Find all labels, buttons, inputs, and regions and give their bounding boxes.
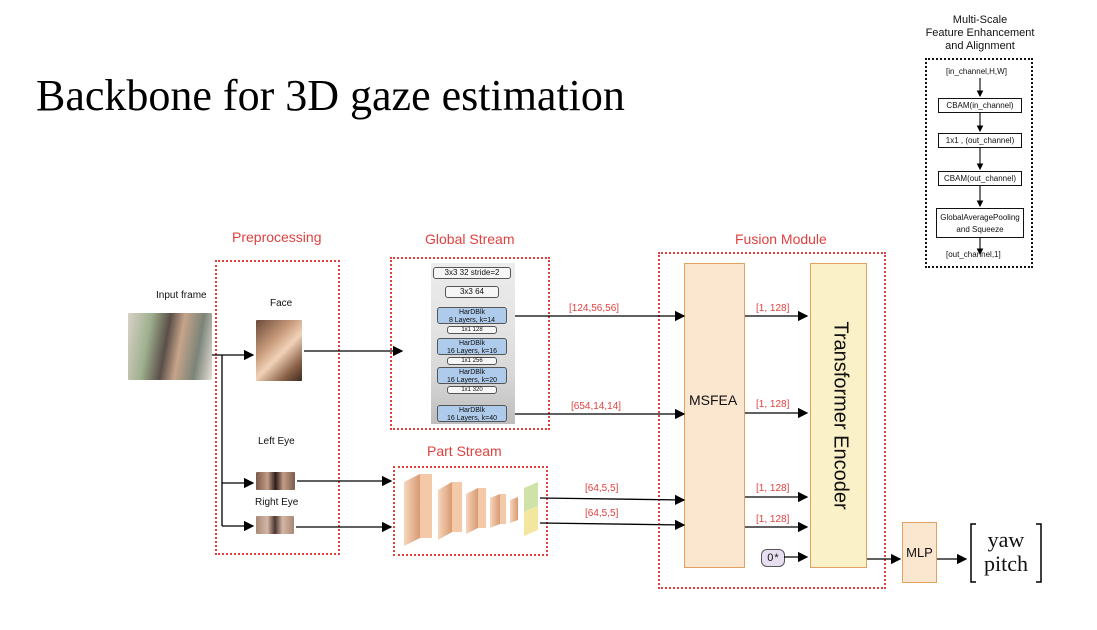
left-eye-image [256,472,295,490]
input-frame-image [128,313,212,380]
global-stream-box [390,257,550,430]
cnn-layer [452,482,462,532]
msfea-detail-input-shape: [in_channel,H,W] [946,67,1007,76]
msfea-detail-box [925,58,1033,268]
tensor-label-out-4: [1, 128] [756,514,790,525]
msfea-detail-step4-line2: and Squeeze [956,225,1004,234]
cnn-layer [466,488,478,534]
hardblk-2: HarDBlk 16 Layers, k=16 [437,338,507,355]
output-yaw: yaw [987,527,1025,552]
page-title: Backbone for 3D gaze estimation [36,71,625,120]
msfea-detail-title-line2: Feature Enhancement [925,27,1035,40]
arrow-part-1-to-msfea [539,494,686,506]
cnn-layer [500,494,506,524]
face-label: Face [270,298,293,309]
cls-token-star: * [774,552,779,564]
output-pitch: pitch [984,551,1028,577]
cnn-output-block [524,506,538,536]
hardblk-3-config: 16 Layers, k=20 [446,376,497,384]
hardblk-3: HarDBlk 16 Layers, k=20 [437,367,507,384]
backbone-conv1: 3x3 32 stride=2 [433,267,511,279]
hardblk-1-config: 8 Layers, k=14 [448,316,496,324]
tensor-label-out-1: [1, 128] [756,303,790,314]
tensor-label-part-2: [64,5,5] [585,508,619,519]
hardblk-1-name: HarDBlk [458,309,486,316]
hardblk-4-config: 16 Layers, k=40 [446,414,497,422]
cnn-layer [420,474,432,538]
hardblk-1: HarDBlk 8 Layers, k=14 [437,307,507,324]
face-image [256,320,302,381]
mlp-module: MLP [902,522,937,583]
fusion-module-label: Fusion Module [735,231,827,247]
cnn-layer [478,488,486,528]
hardblk-2-name: HarDBlk [458,340,486,347]
msfea-detail-step4-line1: GlobalAveragePooling [940,213,1020,222]
msfea-detail-step3: CBAM(out_channel) [938,171,1022,186]
preprocessing-box [215,260,340,555]
tensor-label-out-3: [1, 128] [756,483,790,494]
part-stream-box [393,466,548,556]
backbone-conv5: 1x1 320 [447,386,497,394]
right-eye-image [256,516,294,534]
cls-token: 0* [761,549,785,567]
msfea-detail-title-line3: and Alignment [945,40,1015,53]
hardblk-2-config: 16 Layers, k=16 [446,347,497,355]
global-stream-label: Global Stream [425,231,515,247]
transformer-encoder-module: Transformer Encoder [810,263,867,568]
cnn-layer [404,474,420,546]
cnn-layer [510,497,518,523]
cnn-output-block [524,482,538,512]
hardblk-3-name: HarDBlk [458,369,486,376]
part-stream-label: Part Stream [427,443,502,459]
tensor-label-global-2: [654,14,14] [571,401,622,412]
msfea-detail-title: Multi-Scale Feature Enhancement and Alig… [925,14,1035,54]
msfea-detail-step2: 1x1 , (out_channel) [938,133,1022,148]
cls-token-zero: 0 [767,552,774,564]
msfea-detail-output-shape: [out_channel,1] [946,250,1001,259]
msfea-label: MSFEA [689,392,738,408]
backbone-conv3: 1x1 128 [447,326,497,334]
preprocessing-label: Preprocessing [232,229,322,245]
tensor-label-global-1: [124,56,56] [569,303,620,314]
arrow-part-2-to-msfea [539,519,686,531]
cnn-layer [490,494,500,528]
backbone-conv2: 3x3 64 [445,286,499,298]
backbone-conv4: 1x1 256 [447,357,497,365]
tensor-label-part-1: [64,5,5] [585,483,619,494]
output-vector: yaw pitch [968,522,1044,584]
tensor-label-out-2: [1, 128] [756,399,790,410]
msfea-detail-title-line1: Multi-Scale [952,14,1008,26]
left-eye-label: Left Eye [258,436,295,447]
input-frame-label: Input frame [156,290,207,301]
msfea-detail-step1: CBAM(in_channel) [938,98,1022,113]
right-eye-label: Right Eye [255,497,299,508]
msfea-detail-step4: GlobalAveragePooling and Squeeze [936,208,1024,238]
output-brackets [970,523,1042,583]
fusion-module-box [658,252,886,589]
hardblk-4-name: HarDBlk [458,407,486,414]
msfea-module: MSFEA [684,263,745,568]
cnn-layer [438,482,452,540]
hardblk-4: HarDBlk 16 Layers, k=40 [437,405,507,422]
